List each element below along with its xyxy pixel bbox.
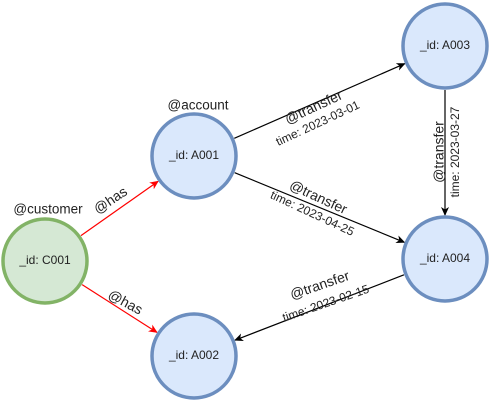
node-type-label: @customer (13, 202, 83, 217)
edges-layer (80, 63, 449, 341)
node-label: _id: A003 (419, 38, 470, 52)
edge-a001-a003 (234, 63, 406, 139)
node-a002[interactable] (150, 312, 238, 400)
node-type-label: @account (168, 98, 229, 113)
node-label: _id: C001 (18, 253, 71, 267)
node-c001[interactable] (1, 217, 89, 305)
node-a001[interactable] (150, 112, 238, 200)
nodes-layer: _id: C001 _id: A001 _id: A002 _id: A003 _id:… (1, 2, 489, 400)
edge-relation-label: @transfer (431, 121, 447, 183)
node-label: _id: A002 (168, 348, 219, 362)
edge-a004-a002 (234, 274, 405, 341)
node-a003[interactable] (401, 2, 489, 90)
edge-relation-label: @has (91, 183, 130, 217)
node-label: _id: A004 (419, 251, 470, 265)
edge-c001-a001 (80, 180, 159, 237)
node-a004[interactable] (401, 215, 489, 303)
edge-c001-a002 (81, 284, 158, 333)
node-label: _id: A001 (168, 148, 219, 162)
edge-a001-a004 (234, 172, 406, 243)
edge-time-label: time: 2023-03-27 (448, 106, 462, 197)
